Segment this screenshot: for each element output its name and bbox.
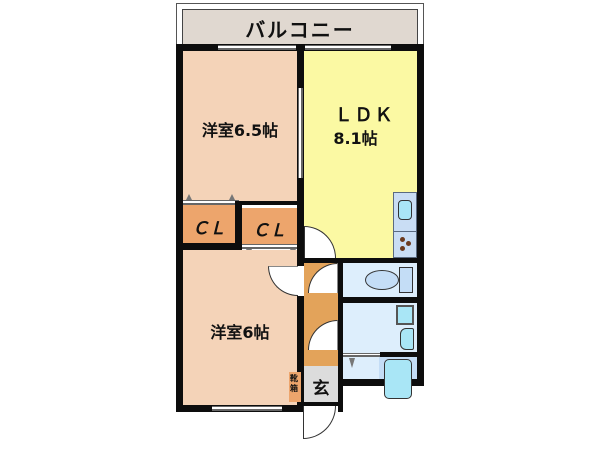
- shoe-box: 靴箱: [289, 372, 301, 402]
- wall-room2-right: [297, 296, 304, 412]
- stove-burner-icon: [400, 246, 405, 251]
- balcony-label: バルコニー: [245, 18, 355, 42]
- bathroom-lower: [343, 357, 379, 379]
- wall-toilet-bottom: [338, 297, 424, 303]
- closet-1-label: ＣＬ: [192, 219, 226, 239]
- balcony-window-right[interactable]: [305, 45, 391, 50]
- washing-machine-icon: [396, 305, 414, 325]
- wall-closets-bottom: [183, 243, 242, 250]
- entrance: 玄: [304, 366, 338, 402]
- wall-entrance-right: [338, 366, 343, 412]
- closet-1-door[interactable]: [183, 200, 239, 205]
- closet-2: ＣＬ: [242, 208, 297, 244]
- wall-hall-right: [338, 258, 343, 386]
- room-western-6-label: 洋室6帖: [210, 323, 270, 342]
- entrance-label: 玄: [312, 379, 330, 399]
- door-marker-icon: [186, 194, 192, 200]
- bathtub-icon: [384, 359, 412, 399]
- toilet-tank-icon: [399, 267, 413, 293]
- room-western-6-5-label: 洋室6.5帖: [201, 121, 279, 140]
- divider: [394, 231, 416, 232]
- ldk-label-line1: ＬＤＫ: [334, 105, 395, 126]
- wall-washroom-bottom: [380, 352, 424, 357]
- toilet-room: [343, 263, 417, 297]
- washroom: [343, 303, 417, 353]
- closet-1: ＣＬ: [183, 205, 235, 243]
- wall-ldk-bottom: [304, 258, 424, 263]
- room-western-6-window[interactable]: [212, 406, 282, 411]
- washbasin-icon: [400, 328, 414, 350]
- closet-2-door[interactable]: [242, 244, 297, 249]
- door-marker-icon: [229, 194, 235, 200]
- toilet-bowl-icon: [365, 270, 399, 290]
- ldk-label-line2: 8.1帖: [333, 129, 378, 148]
- balcony: バルコニー: [182, 9, 418, 45]
- kitchen-counter: [393, 192, 417, 258]
- kitchen-sink-icon: [398, 200, 412, 220]
- wall-entrance-bottom: [297, 402, 343, 406]
- right-wall: [417, 44, 424, 386]
- closet-2-label: ＣＬ: [252, 221, 287, 241]
- stove-burner-icon: [406, 241, 411, 246]
- interior-sliding-door[interactable]: [298, 88, 303, 178]
- wall-closet-divider: [235, 201, 242, 248]
- entrance-door[interactable]: [303, 406, 336, 439]
- door-marker-icon: [349, 358, 355, 368]
- shoe-box-label: 靴箱: [290, 374, 298, 393]
- washroom-bath-door[interactable]: [343, 353, 380, 357]
- left-wall: [176, 44, 183, 412]
- room-western-6-5: 洋室6.5帖: [183, 51, 297, 201]
- stove-burner-icon: [400, 237, 405, 242]
- balcony-window-left[interactable]: [218, 45, 296, 50]
- bottom-wall-right: [338, 379, 424, 386]
